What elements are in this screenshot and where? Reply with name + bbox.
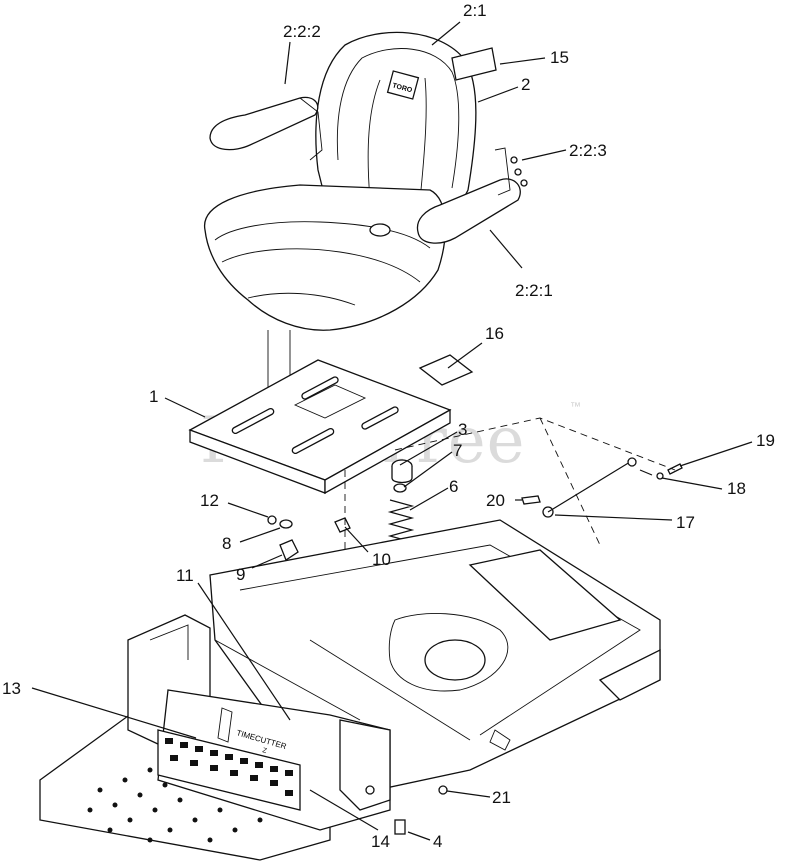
callout-2-1: 2:1 bbox=[463, 1, 487, 20]
callout-15: 15 bbox=[550, 48, 569, 67]
callout-9: 9 bbox=[236, 565, 245, 584]
seat-cushion[interactable] bbox=[204, 184, 446, 331]
callout-21: 21 bbox=[492, 788, 511, 807]
seat-assembly[interactable]: TORO bbox=[204, 31, 528, 331]
seat-backrest[interactable] bbox=[315, 31, 477, 219]
callout-4: 4 bbox=[433, 832, 442, 851]
callout-13: 13 bbox=[2, 679, 21, 698]
watermark-trademark: ™ bbox=[570, 401, 581, 413]
callout-11: 11 bbox=[176, 566, 194, 585]
hardware bbox=[267, 457, 683, 835]
callout-19: 19 bbox=[756, 431, 775, 450]
seat-logo-plate bbox=[386, 70, 420, 100]
callout-2: 2 bbox=[521, 75, 530, 94]
seat-plate[interactable] bbox=[188, 359, 452, 495]
callout-10: 10 bbox=[372, 550, 391, 569]
seat-right-armrest[interactable] bbox=[416, 178, 521, 244]
console-model: Z bbox=[261, 747, 268, 755]
callout-12: 12 bbox=[200, 491, 219, 510]
bolt-icon bbox=[510, 156, 518, 164]
bolt-icon bbox=[514, 168, 522, 176]
leader-lines bbox=[31, 21, 753, 841]
bolt-icon bbox=[520, 179, 528, 187]
callout-18: 18 bbox=[727, 479, 746, 498]
callout-6: 6 bbox=[449, 477, 458, 496]
seat-left-armrest[interactable] bbox=[209, 96, 319, 151]
callout-3: 3 bbox=[458, 420, 467, 439]
callout-2-2-1: 2:2:1 bbox=[515, 281, 553, 300]
callout-labels: 2:1 2:2:2 15 2 2:2:3 2:2:1 16 1 3 7 19 6… bbox=[2, 1, 775, 851]
callout-2-2-3: 2:2:3 bbox=[569, 141, 607, 160]
callout-16: 16 bbox=[485, 324, 504, 343]
callout-20: 20 bbox=[486, 491, 505, 510]
callout-2-2-2: 2:2:2 bbox=[283, 22, 321, 41]
callout-8: 8 bbox=[222, 534, 231, 553]
seat-switch bbox=[369, 223, 391, 237]
decal-15 bbox=[451, 47, 497, 81]
callout-7: 7 bbox=[453, 441, 462, 460]
callout-1: 1 bbox=[149, 387, 158, 406]
callout-14: 14 bbox=[371, 832, 390, 851]
callout-17: 17 bbox=[676, 513, 695, 532]
control-console[interactable]: TIMECUTTER Z bbox=[157, 689, 391, 831]
decal-16 bbox=[418, 354, 474, 386]
